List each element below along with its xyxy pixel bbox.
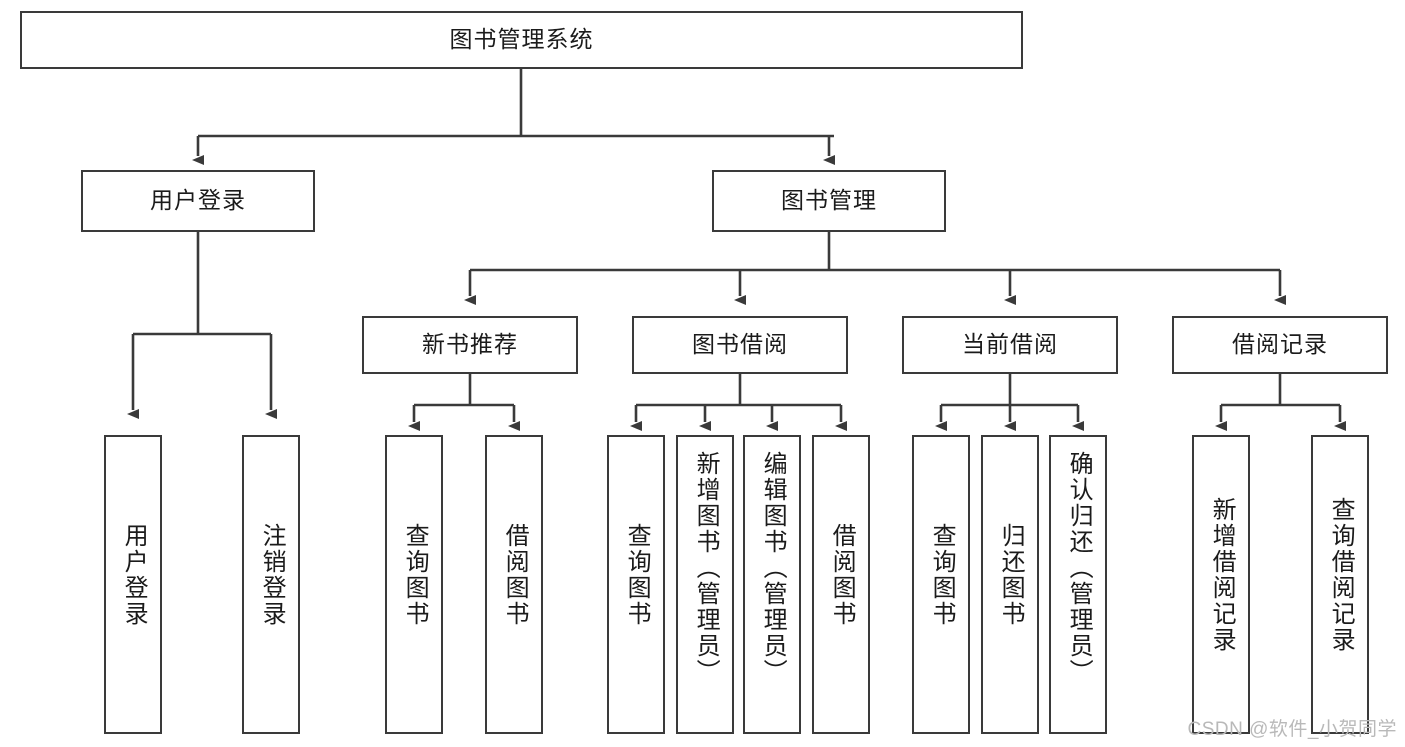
leaf-new-book-query-label: 查询图书: [401, 523, 429, 627]
leaf-book-borrow-add[interactable]: 新增图书（管理员）: [676, 435, 734, 734]
leaf-book-borrow-borrow[interactable]: 借阅图书: [812, 435, 870, 734]
csdn-watermark: CSDN @软件_小贺同学: [1187, 719, 1397, 740]
leaf-user-login-signin-label: 用户登录: [120, 523, 148, 627]
leaf-current-borrow-confirm[interactable]: 确认归还（管理员）: [1049, 435, 1107, 734]
leaf-borrow-record-add[interactable]: 新增借阅记录: [1192, 435, 1250, 734]
leaf-book-borrow-query-label: 查询图书: [623, 523, 651, 627]
leaf-current-borrow-query[interactable]: 查询图书: [912, 435, 970, 734]
node-root-label: 图书管理系统: [449, 26, 594, 53]
node-book-management[interactable]: 图书管理: [712, 170, 946, 232]
node-book-borrow[interactable]: 图书借阅: [632, 316, 848, 374]
leaf-current-borrow-return-label: 归还图书: [997, 523, 1025, 627]
node-user-login-label: 用户登录: [150, 187, 246, 214]
node-user-login[interactable]: 用户登录: [81, 170, 315, 232]
leaf-user-login-signout[interactable]: 注销登录: [242, 435, 300, 734]
node-book-management-label: 图书管理: [781, 187, 877, 214]
leaf-current-borrow-confirm-label: 确认归还（管理员）: [1065, 451, 1093, 685]
node-current-borrow[interactable]: 当前借阅: [902, 316, 1118, 374]
leaf-borrow-record-query[interactable]: 查询借阅记录: [1311, 435, 1369, 734]
node-borrow-record-label: 借阅记录: [1232, 331, 1328, 358]
leaf-borrow-record-query-label: 查询借阅记录: [1327, 497, 1355, 653]
leaf-book-borrow-add-label: 新增图书（管理员）: [692, 451, 720, 685]
node-borrow-record[interactable]: 借阅记录: [1172, 316, 1388, 374]
leaf-book-borrow-query[interactable]: 查询图书: [607, 435, 665, 734]
node-current-borrow-label: 当前借阅: [962, 331, 1058, 358]
leaf-book-borrow-edit[interactable]: 编辑图书（管理员）: [743, 435, 801, 734]
leaf-user-login-signin[interactable]: 用户登录: [104, 435, 162, 734]
leaf-new-book-borrow-label: 借阅图书: [501, 523, 529, 627]
leaf-book-borrow-edit-label: 编辑图书（管理员）: [759, 451, 787, 685]
leaf-borrow-record-add-label: 新增借阅记录: [1208, 497, 1236, 653]
leaf-new-book-query[interactable]: 查询图书: [385, 435, 443, 734]
leaf-book-borrow-borrow-label: 借阅图书: [828, 523, 856, 627]
leaf-new-book-borrow[interactable]: 借阅图书: [485, 435, 543, 734]
leaf-current-borrow-return[interactable]: 归还图书: [981, 435, 1039, 734]
node-new-book-recommend-label: 新书推荐: [422, 331, 518, 358]
node-new-book-recommend[interactable]: 新书推荐: [362, 316, 578, 374]
node-book-borrow-label: 图书借阅: [692, 331, 788, 358]
leaf-current-borrow-query-label: 查询图书: [928, 523, 956, 627]
leaf-user-login-signout-label: 注销登录: [258, 523, 286, 627]
node-root[interactable]: 图书管理系统: [20, 11, 1023, 69]
